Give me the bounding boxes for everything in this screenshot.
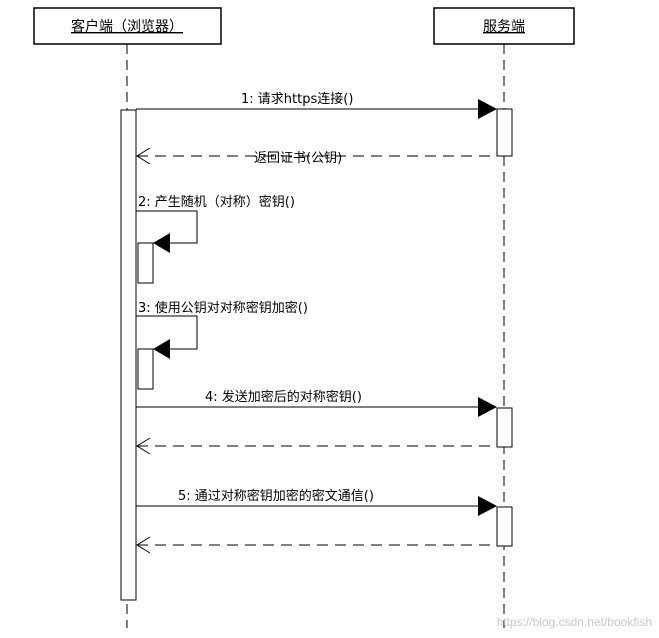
message-send-encrypted-key: 4: 发送加密后的对称密钥() — [136, 389, 497, 417]
participant-client: 客户端（浏览器） — [33, 7, 222, 45]
server-activation-bar — [496, 506, 513, 547]
solid-arrowhead-icon — [478, 99, 497, 119]
message-label: 返回证书(公钥) — [254, 151, 342, 166]
message-label: 3: 使用公钥对对称密钥加密() — [138, 300, 308, 316]
participant-client-label: 客户端（浏览器） — [71, 18, 183, 35]
watermark: https://blog.csdn.net/bookfish — [497, 615, 652, 629]
solid-arrowhead-icon — [153, 233, 170, 253]
server-activation-bar — [496, 407, 513, 448]
nested-activation-bar — [137, 242, 154, 284]
self-message-encrypt-key: 3: 使用公钥对对称密钥加密() — [136, 300, 308, 390]
message-label: 2: 产生随机（对称）密钥() — [138, 194, 295, 210]
open-arrowhead-icon — [136, 536, 151, 554]
message-label: 1: 请求https连接() — [241, 91, 353, 107]
message-label: 4: 发送加密后的对称密钥() — [205, 389, 362, 405]
nested-activation-bar — [137, 348, 154, 390]
open-arrowhead-icon — [136, 437, 151, 455]
message-request-https: 1: 请求https连接() — [136, 91, 497, 119]
participant-server-label: 服务端 — [483, 19, 525, 35]
return-after-communication — [136, 536, 497, 554]
participant-client-box — [33, 7, 222, 45]
open-arrowhead-icon — [136, 147, 151, 165]
message-label: 5: 通过对称密钥加密的密文通信() — [178, 488, 374, 504]
solid-arrowhead-icon — [478, 397, 497, 417]
self-message-generate-key: 2: 产生随机（对称）密钥() — [136, 194, 295, 284]
solid-arrowhead-icon — [478, 496, 497, 516]
message-encrypted-communication: 5: 通过对称密钥加密的密文通信() — [136, 488, 497, 516]
self-call-line — [136, 315, 198, 350]
participant-server-box — [433, 7, 575, 45]
return-after-send-key — [136, 437, 497, 455]
client-activation-bar — [120, 109, 137, 601]
solid-arrowhead-icon — [153, 339, 170, 359]
self-call-line — [136, 210, 198, 244]
participant-server: 服务端 — [433, 7, 575, 45]
message-return-certificate: 返回证书(公钥) — [136, 147, 497, 166]
server-activation-bar — [496, 108, 513, 157]
